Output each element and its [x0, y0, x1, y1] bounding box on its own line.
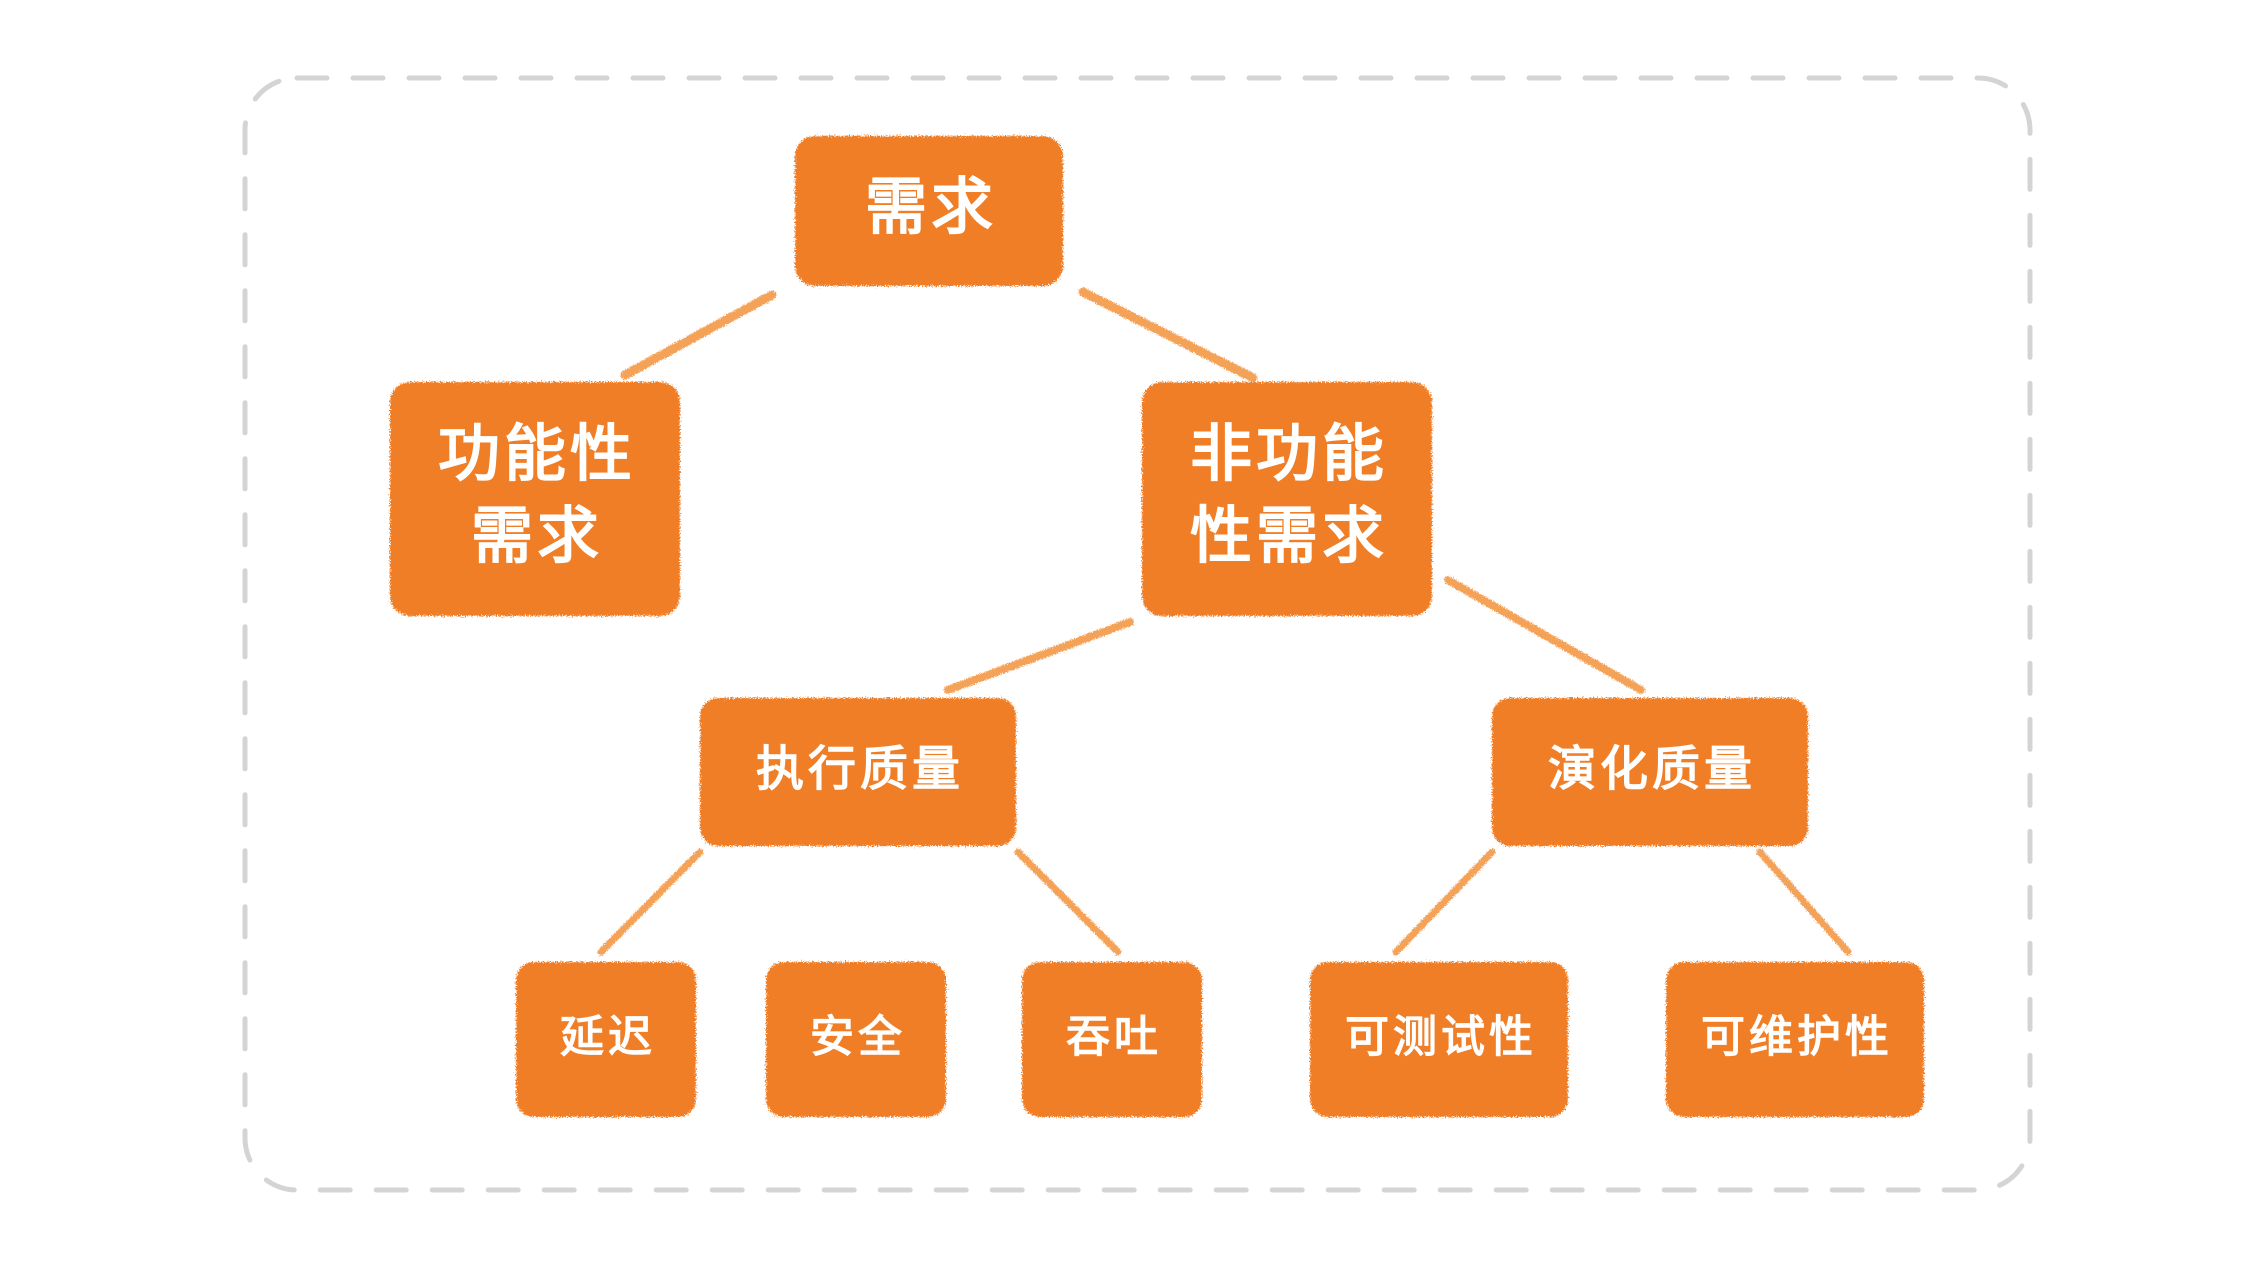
node-label-throughput: 吞吐: [1066, 1012, 1162, 1063]
node-evolution-quality[interactable]: 演化质量: [1492, 698, 1808, 846]
node-label-maintainability: 可维护性: [1701, 1012, 1893, 1063]
node-label-execution-quality: 执行质量: [756, 741, 964, 797]
node-label-latency: 延迟: [560, 1012, 656, 1063]
node-maintainability[interactable]: 可维护性: [1666, 962, 1924, 1117]
dashed-rounded-frame: [242, 75, 2033, 1193]
edge-execution-quality-to-latency: [597, 848, 704, 956]
node-box-execution-quality: [700, 698, 1016, 846]
frame-layer: [242, 75, 2033, 1193]
edge-nonfunctional-to-execution-quality: [944, 618, 1134, 694]
node-label-nonfunctional: 性需求: [1190, 499, 1388, 572]
node-box-throughput: [1022, 962, 1202, 1117]
node-throughput[interactable]: 吞吐: [1022, 962, 1202, 1117]
node-testability[interactable]: 可测试性: [1310, 962, 1568, 1117]
node-security[interactable]: 安全: [766, 962, 946, 1117]
edges-layer: [597, 287, 1852, 956]
node-label-functional: 功能性: [438, 417, 636, 490]
edge-evolution-quality-to-maintainability: [1756, 848, 1852, 956]
node-box-root: [795, 136, 1063, 286]
node-label-evolution-quality: 演化质量: [1548, 741, 1756, 797]
node-root[interactable]: 需求: [795, 136, 1063, 286]
node-label-security: 安全: [810, 1012, 906, 1063]
edge-root-to-nonfunctional: [1078, 287, 1258, 383]
node-box-nonfunctional: [1142, 382, 1432, 616]
node-box-evolution-quality: [1492, 698, 1808, 846]
node-label-functional: 需求: [471, 499, 603, 572]
edge-nonfunctional-to-evolution-quality: [1444, 576, 1645, 694]
node-label-nonfunctional: 非功能: [1190, 417, 1388, 490]
node-box-latency: [516, 962, 696, 1117]
edge-execution-quality-to-throughput: [1014, 848, 1122, 956]
node-latency[interactable]: 延迟: [516, 962, 696, 1117]
node-execution-quality[interactable]: 执行质量: [700, 698, 1016, 846]
node-box-functional: [390, 382, 680, 616]
node-box-maintainability: [1666, 962, 1924, 1117]
edge-root-to-functional: [620, 290, 777, 380]
node-box-testability: [1310, 962, 1568, 1117]
edge-evolution-quality-to-testability: [1392, 848, 1496, 956]
nodes-layer: 需求功能性需求非功能性需求执行质量演化质量延迟安全吞吐可测试性可维护性: [390, 136, 1924, 1117]
node-box-security: [766, 962, 946, 1117]
node-label-root: 需求: [865, 170, 997, 243]
node-label-testability: 可测试性: [1345, 1012, 1537, 1063]
